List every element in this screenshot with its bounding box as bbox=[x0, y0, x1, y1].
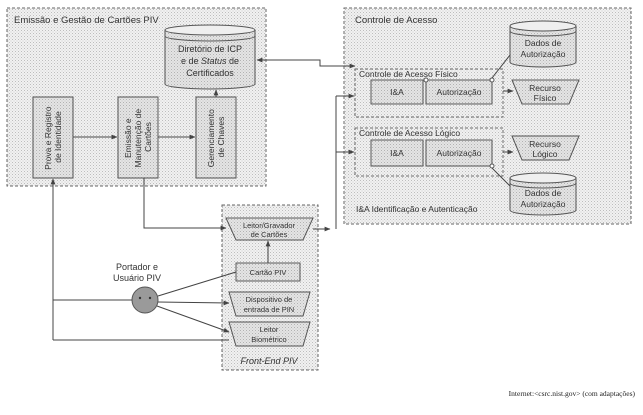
panel-controle-title: Controle de Acesso bbox=[355, 15, 437, 26]
emissao-label: Emissão e Manutenção de Cartões bbox=[123, 107, 153, 168]
logico-title: Controle de Acesso Lógico bbox=[359, 128, 460, 138]
person-icon bbox=[131, 286, 159, 314]
diretorio-label-2: e de Status de bbox=[181, 56, 239, 66]
gerenciamento-chaves-box: Gerenciamento de Chaves bbox=[195, 96, 237, 179]
fisico-connector-2 bbox=[489, 77, 495, 83]
diretorio-label-3: Certificados bbox=[186, 68, 234, 78]
dispositivo-pin-shape: Dispositivo de entrada de PIN bbox=[228, 291, 311, 317]
diretorio-icp-store: Diretório de ICP e de Status de Certific… bbox=[164, 24, 256, 90]
cartao-piv-box: Cartão PIV bbox=[235, 262, 301, 282]
line-dados-fisico bbox=[491, 54, 511, 79]
arrow-diretorio-controle bbox=[256, 57, 356, 69]
dados-autorizacao-top-store: Dados de Autorização bbox=[509, 20, 577, 68]
line-person-cartao bbox=[157, 271, 237, 297]
logico-ia-label: I&A bbox=[390, 148, 404, 158]
recurso-fisico-shape: Recurso Físico bbox=[511, 79, 580, 105]
dados-bottom-label-1: Dados de bbox=[525, 188, 562, 198]
fisico-autorizacao-label: Autorização bbox=[437, 87, 482, 97]
logico-autorizacao-box bbox=[425, 139, 493, 167]
cartao-label: Cartão PIV bbox=[250, 268, 287, 277]
panel-emissao-title: Emissão e Gestão de Cartões PIV bbox=[14, 15, 159, 26]
line-dados-logico bbox=[491, 167, 511, 187]
source-caption: Internet:<csrc.nist.gov> (com adaptações… bbox=[508, 389, 635, 398]
logico-connector bbox=[489, 163, 495, 169]
dados-top-label-2: Autorização bbox=[521, 49, 566, 59]
fisico-ia-label: I&A bbox=[390, 87, 404, 97]
dados-top-label-1: Dados de bbox=[525, 38, 562, 48]
leitor-gravador-label-1: Leitor/Gravador bbox=[243, 221, 296, 230]
portador-label-1: Portador e bbox=[116, 262, 158, 272]
leitor-gravador-label-2: de Cartões bbox=[251, 230, 288, 239]
emissao-manutencao-box: Emissão e Manutenção de Cartões bbox=[117, 96, 159, 179]
leitor-bio-label-2: Biométrico bbox=[251, 335, 286, 344]
fisico-title: Controle de Acesso Físico bbox=[359, 69, 458, 79]
line-person-bio bbox=[156, 305, 230, 333]
line-emissao-leitor bbox=[143, 178, 227, 231]
diretorio-label-1: Diretório de ICP bbox=[178, 44, 242, 54]
dados-bottom-label-2: Autorização bbox=[521, 199, 566, 209]
logico-autorizacao-label: Autorização bbox=[437, 148, 482, 158]
legend-ia: I&A Identificação e Autenticação bbox=[356, 204, 478, 214]
fisico-ia-box bbox=[370, 79, 424, 105]
recurso-logico-label-2: Lógico bbox=[532, 149, 557, 159]
fisico-autorizacao-box bbox=[425, 79, 493, 105]
dados-autorizacao-bottom-store: Dados de Autorização bbox=[509, 172, 577, 216]
leitor-bio-label-1: Leitor bbox=[260, 325, 279, 334]
dispositivo-label-2: entrada de PIN bbox=[244, 305, 294, 314]
dispositivo-label-1: Dispositivo de bbox=[246, 295, 293, 304]
recurso-logico-shape: Recurso Lógico bbox=[511, 135, 580, 161]
portador-label-2: Usuário PIV bbox=[113, 273, 161, 283]
recurso-fisico-label-2: Físico bbox=[534, 93, 557, 103]
logico-ia-box bbox=[370, 139, 424, 167]
recurso-fisico-label-1: Recurso bbox=[529, 83, 561, 93]
panel-frontend-title: Front-End PIV bbox=[240, 356, 298, 366]
prova-registro-box: Prova e Registro de Identidade bbox=[32, 96, 74, 179]
leitor-biometrico-shape: Leitor Biométrico bbox=[228, 321, 311, 347]
line-person-pin bbox=[157, 300, 230, 306]
recurso-logico-label-1: Recurso bbox=[529, 139, 561, 149]
leitor-gravador-shape: Leitor/Gravador de Cartões bbox=[225, 217, 314, 241]
fisico-connector bbox=[423, 77, 429, 83]
prova-label: Prova e Registro de Identidade bbox=[43, 104, 63, 170]
gerenciamento-label: Gerenciamento de Chaves bbox=[206, 107, 226, 168]
